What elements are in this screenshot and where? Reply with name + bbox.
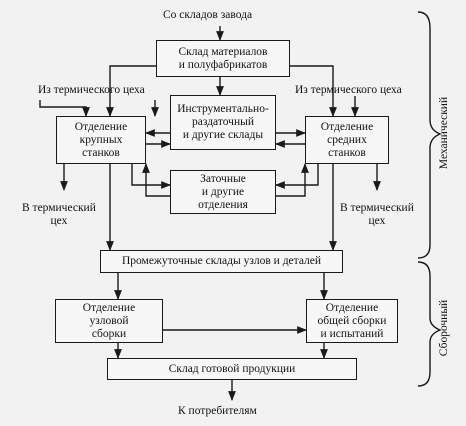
label-to-thermal-left: В термический цех — [22, 202, 96, 227]
label-from-thermal-left: Из термического цеха — [38, 84, 145, 96]
arrow-sharpening-to-medium — [276, 163, 309, 197]
group-label-mechanical: Механический — [438, 96, 450, 170]
box-materials-warehouse: Склад материалов и полуфабрикатов — [156, 40, 290, 77]
box-final-assembly: Отделение общей сборки и испытаний — [306, 299, 398, 343]
group-label-assembly: Сборочный — [438, 299, 450, 357]
label-to-thermal-right: В термический цех — [340, 202, 414, 227]
arrow-thermal-in-left — [39, 100, 90, 117]
box-intermediate-warehouses: Промежуточные склады узлов и деталей — [100, 250, 343, 273]
box-unit-assembly: Отделение узловой сборки — [55, 299, 163, 343]
arrow-medium-to-sharpening — [275, 164, 319, 189]
box-finished-goods: Склад готовой продукции — [107, 358, 357, 380]
arrow-materials-to-large — [106, 65, 156, 117]
arrow-sharpening-to-large — [142, 163, 170, 197]
label-from-thermal-right: Из термического цеха — [295, 84, 402, 96]
box-large-machines: Отделение крупных станков — [56, 116, 146, 164]
box-medium-machines: Отделение средних станков — [305, 116, 389, 164]
brace-mechanical — [417, 11, 442, 259]
brace-assembly — [417, 261, 442, 387]
label-to-consumers: К потребителям — [178, 405, 257, 417]
box-sharpening: Заточные и другие отделения — [170, 170, 276, 214]
box-tool-warehouse: Инструментально- раздаточный и другие ск… — [170, 95, 276, 150]
arrow-materials-to-medium — [290, 65, 337, 117]
arrow-large-to-sharpening — [131, 164, 171, 189]
label-from-factory: Со складов завода — [163, 9, 253, 21]
